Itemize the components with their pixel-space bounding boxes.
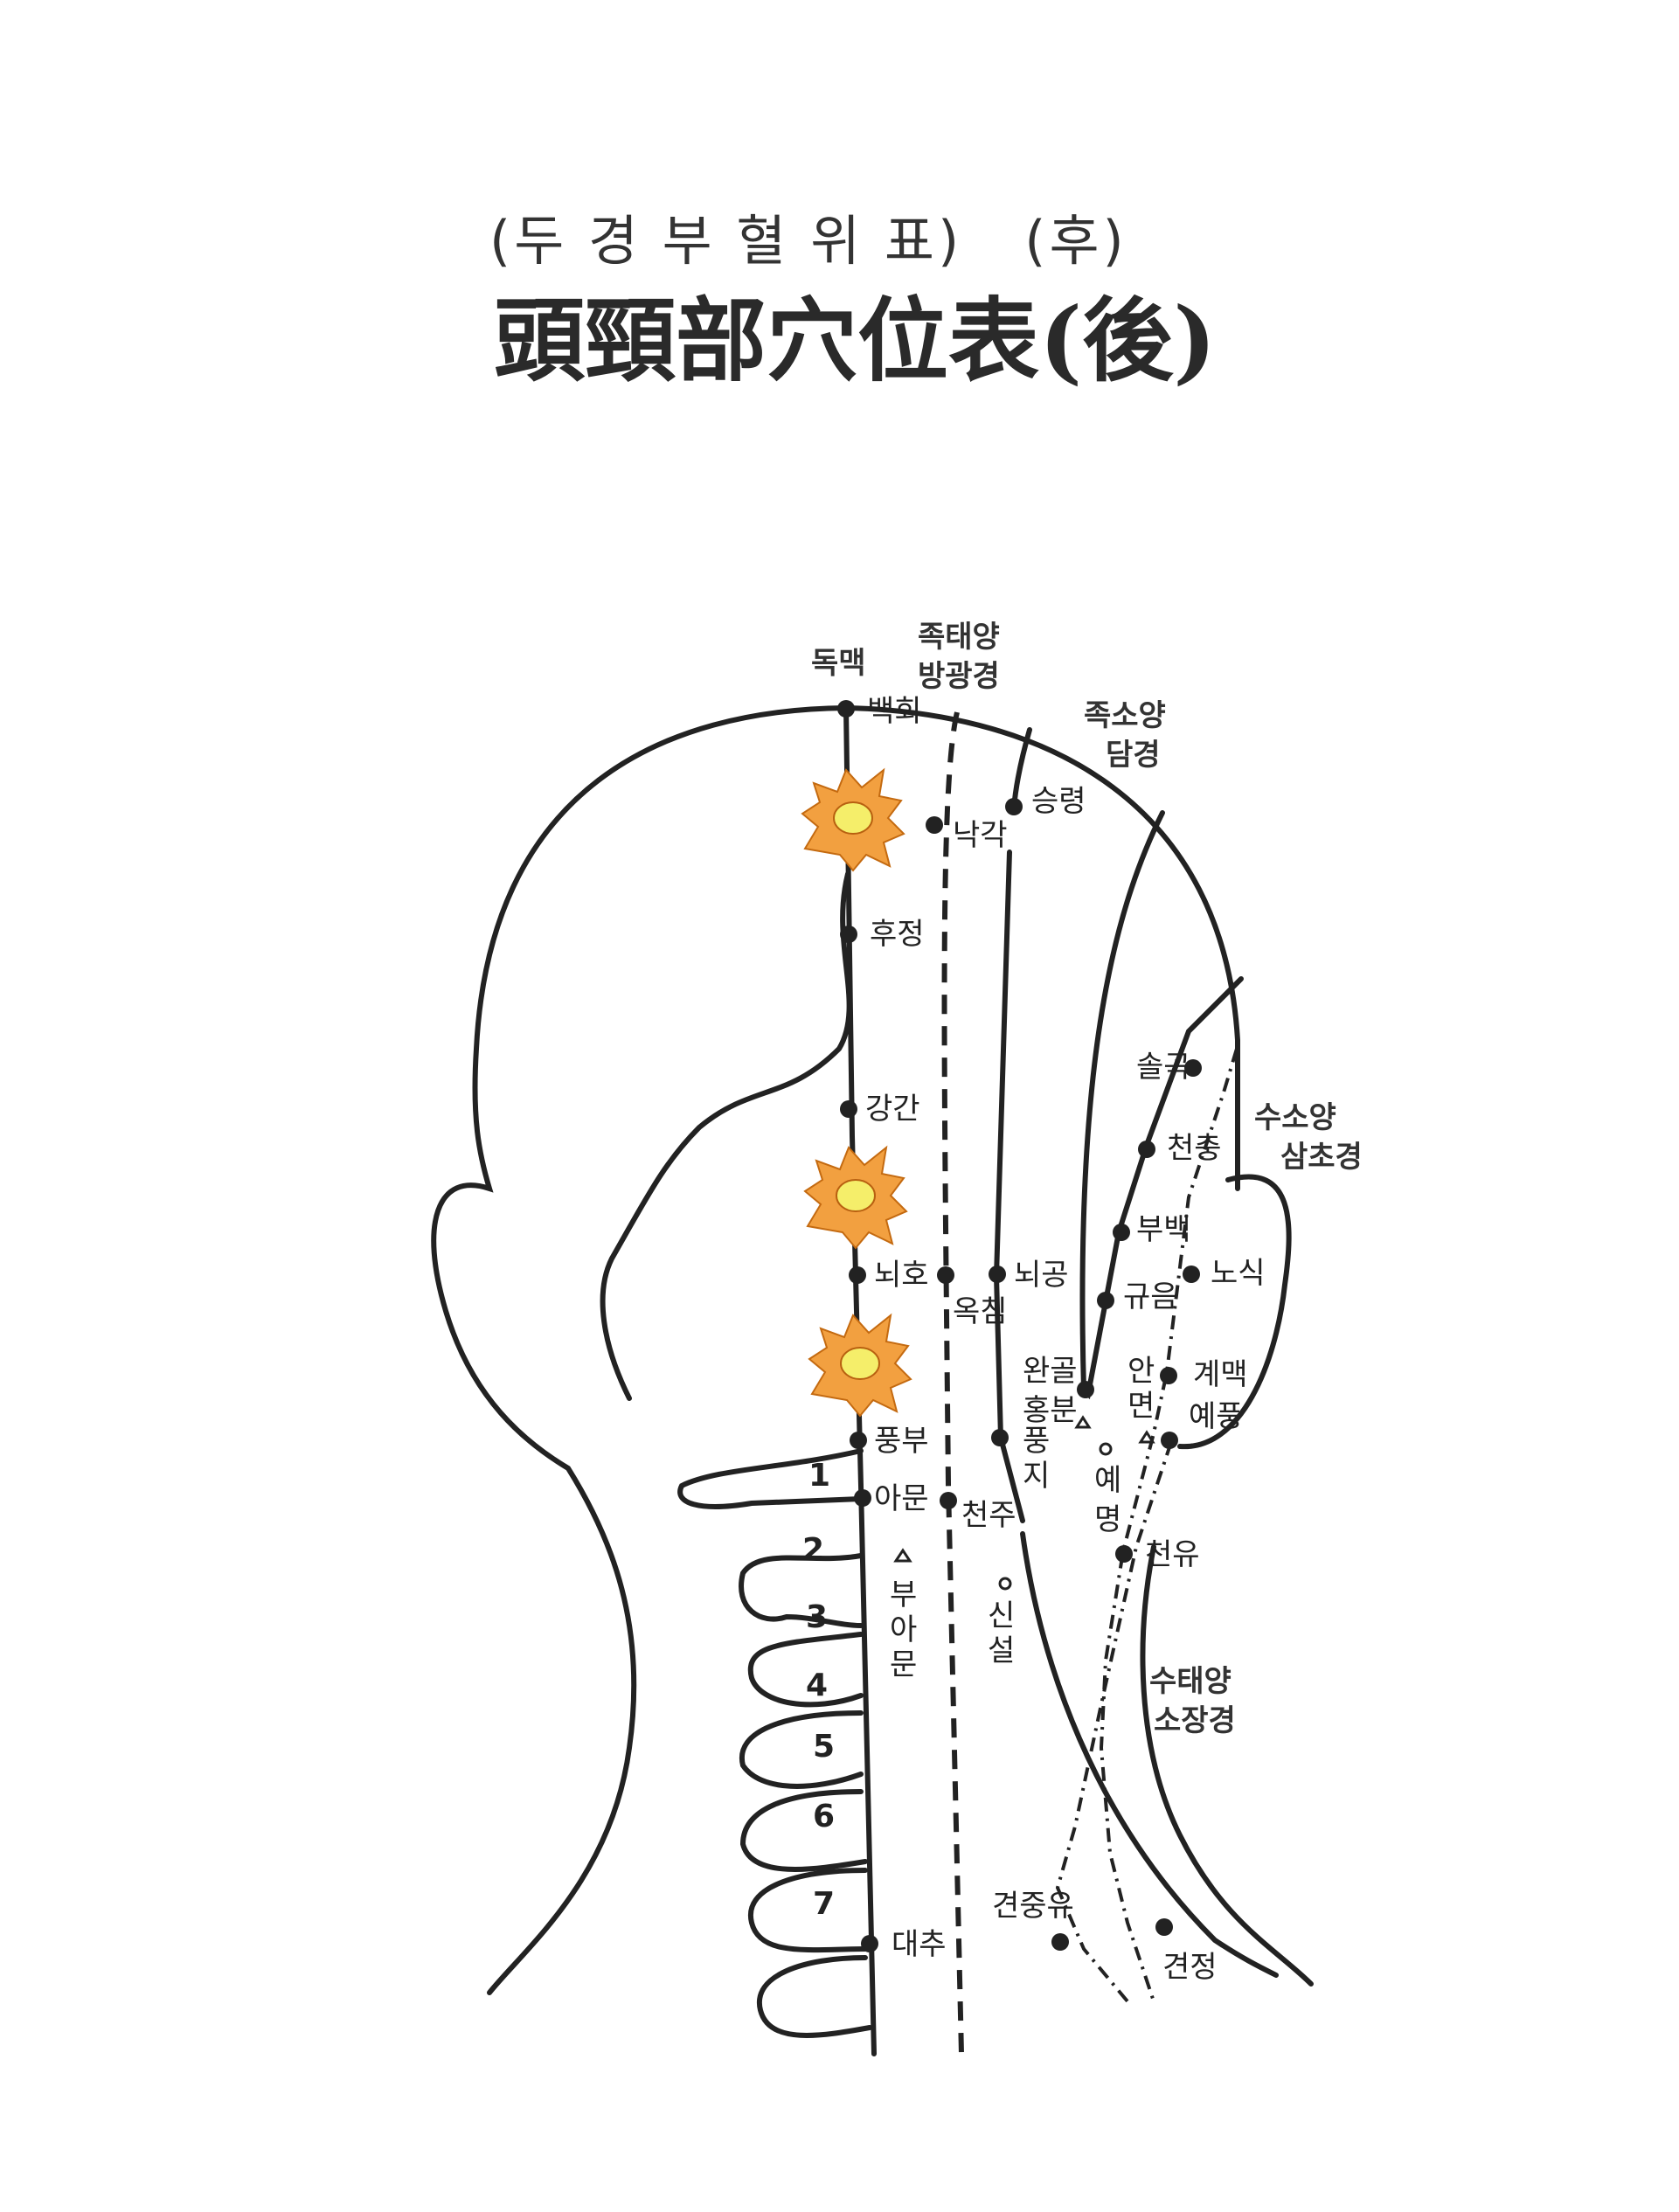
- point-anmyeon-2: 면: [1127, 1389, 1155, 1424]
- title-korean: (두 경 부 혈 위 표) (후): [489, 209, 1127, 273]
- point-hongbun: 홍분: [1023, 1393, 1078, 1428]
- meridian-small-intestine-label-1: 수태양: [1149, 1664, 1231, 1699]
- meridian-gallbladder-label-2: 담경: [1106, 738, 1161, 773]
- meridian-governor-label: 독맥: [811, 646, 866, 681]
- point-sinseol-2: 설: [988, 1633, 1015, 1668]
- meridian-bladder-label-1: 족태양: [918, 620, 1000, 655]
- point-cheonyu: 천유: [1145, 1537, 1200, 1572]
- point-gyemaek: 계맥: [1193, 1357, 1248, 1392]
- point-baekhoe: 백회: [867, 694, 922, 729]
- point-noeho: 뇌호: [874, 1258, 929, 1293]
- point-labels: 백회 후정 강간 뇌호 풍부 아문 대추 낙각 옥침 천주 승령 뇌공 풍 지 …: [865, 694, 1266, 1985]
- point-wangol: 완골: [1023, 1354, 1078, 1389]
- neck-inner: [1020, 1531, 1279, 1978]
- governor-vessel-line: [843, 705, 877, 2056]
- vertebra-6: 6: [813, 1799, 835, 1834]
- bladder-meridian-line: [941, 711, 964, 2055]
- extra-point-markers: [893, 1415, 1155, 1591]
- point-gyeonjeong: 견정: [1162, 1950, 1218, 1985]
- vertebra-7: 7: [813, 1886, 835, 1922]
- vertebra-1: 1: [808, 1458, 830, 1494]
- meridian-small-intestine-label-2: 소장경: [1154, 1703, 1236, 1738]
- point-gyueum: 규음: [1123, 1279, 1178, 1314]
- point-pungji-1: 풍: [1023, 1424, 1050, 1459]
- title-hanja: 頭頸部穴位表(後): [494, 287, 1217, 394]
- point-pungbu: 풍부: [874, 1424, 929, 1459]
- point-seungnyeong: 승령: [1031, 784, 1086, 819]
- vertebra-4: 4: [806, 1668, 828, 1703]
- neck-right: [1140, 1544, 1314, 1987]
- point-noegong: 뇌공: [1014, 1258, 1069, 1293]
- gallbladder-upper-line: [1011, 727, 1032, 811]
- meridian-triple-label-1: 수소양: [1254, 1100, 1336, 1135]
- point-amun: 아문: [874, 1481, 929, 1516]
- point-cheonchung: 천충: [1167, 1131, 1222, 1166]
- point-yepung: 예풍: [1189, 1399, 1244, 1434]
- small-intestine-line: [1055, 1441, 1173, 2003]
- cervical-vertebrae: 1 2 3 4 5 6 7: [677, 1448, 872, 2038]
- skull-fracture: [600, 871, 852, 1401]
- point-solgok: 솔곡: [1136, 1050, 1191, 1085]
- point-ganggan: 강간: [865, 1092, 920, 1127]
- sun-markers: [801, 767, 912, 1418]
- right-ear: [1177, 1174, 1292, 1450]
- point-buamun-2: 아: [890, 1612, 917, 1647]
- point-yemyeong-2: 명: [1094, 1502, 1121, 1537]
- meridian-triple-label-2: 삼초경: [1280, 1140, 1363, 1175]
- point-buamun-1: 부: [890, 1578, 917, 1612]
- bladder-outer-line: [993, 849, 1025, 1523]
- point-okchim: 옥침: [953, 1294, 1008, 1329]
- point-bubaek: 부백: [1136, 1212, 1191, 1247]
- point-cheonju: 천주: [961, 1498, 1016, 1533]
- point-sinseol-1: 신: [988, 1598, 1015, 1633]
- point-buamun-3: 문: [890, 1647, 917, 1682]
- point-gyeonjungyu: 견중유: [992, 1889, 1074, 1924]
- meridian-gallbladder-label-1: 족소양: [1084, 698, 1166, 733]
- point-nakgak: 낙각: [953, 818, 1008, 853]
- vertebra-3: 3: [806, 1599, 828, 1635]
- head-outline-right: [843, 705, 1240, 1191]
- point-hujeong: 후정: [870, 917, 925, 952]
- point-nosik: 노식: [1211, 1256, 1266, 1291]
- point-yemyeong-1: 예: [1094, 1463, 1121, 1498]
- head-outline: [431, 705, 849, 1995]
- vertebra-2: 2: [802, 1532, 824, 1568]
- acupoint-dots: [837, 700, 1202, 1952]
- point-pungji-2: 지: [1023, 1459, 1050, 1494]
- meridian-bladder-label-2: 방광경: [918, 659, 1000, 694]
- point-anmyeon-1: 안: [1127, 1354, 1155, 1389]
- vertebra-5: 5: [813, 1729, 835, 1765]
- point-daechu: 대추: [892, 1927, 947, 1962]
